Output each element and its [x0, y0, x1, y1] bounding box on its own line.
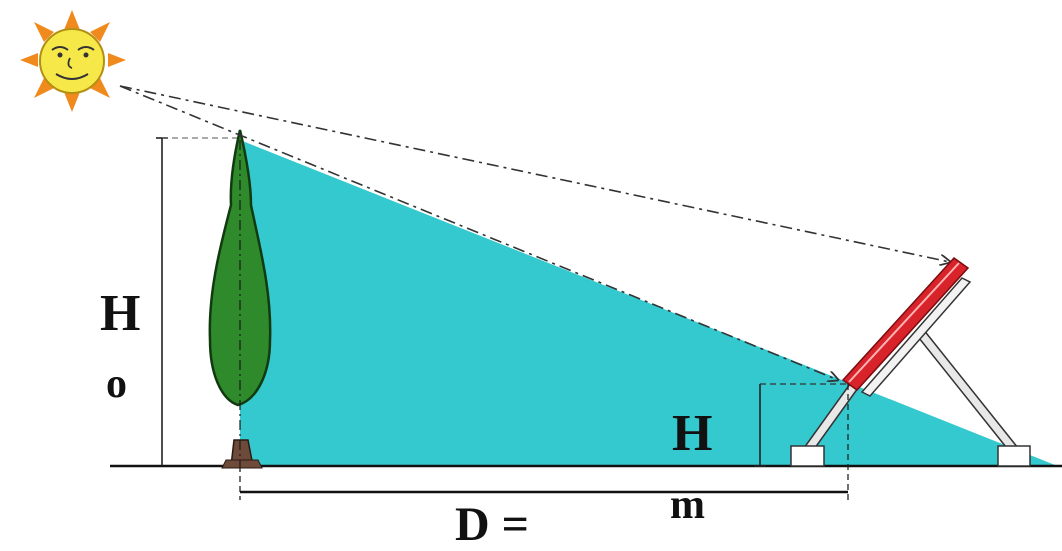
module-height-subscript: m: [670, 482, 705, 528]
distance-marker: [239, 466, 848, 500]
sun-ray-lines: [119, 85, 950, 380]
sun-face-icon: [20, 10, 126, 112]
module-height-label: H: [672, 405, 712, 462]
obstacle-height-marker: [156, 137, 240, 466]
obstacle-height-label: H: [100, 285, 140, 342]
distance-label: D =: [455, 498, 529, 546]
obstacle-height-subscript: o: [106, 361, 127, 407]
cypress-tree-icon: [208, 129, 272, 469]
module-height-marker: [754, 383, 849, 500]
solar-panel-icon: [790, 257, 1031, 467]
